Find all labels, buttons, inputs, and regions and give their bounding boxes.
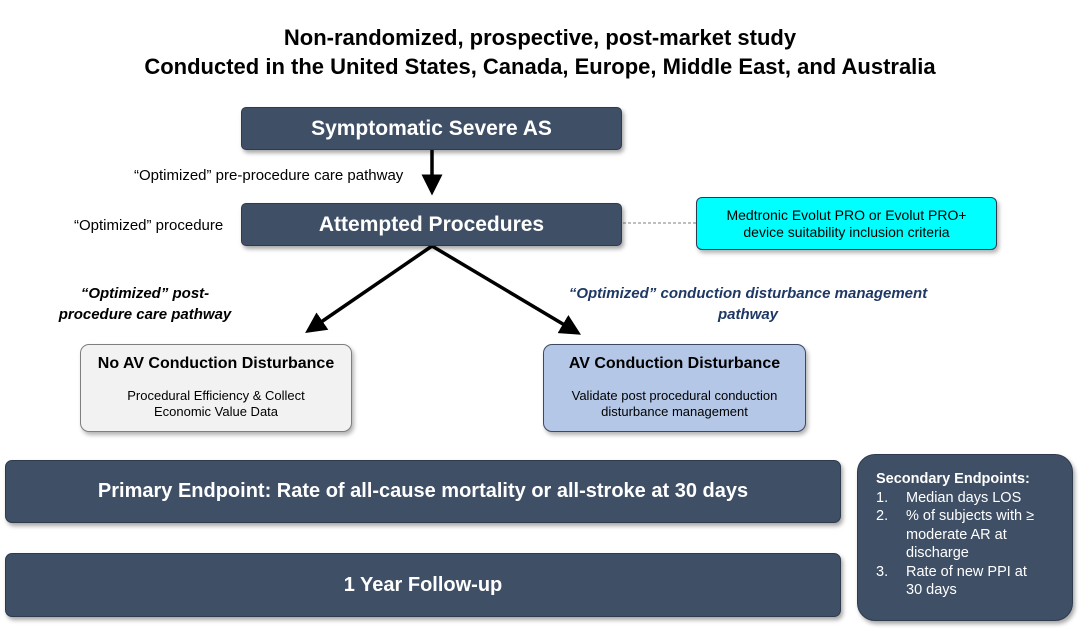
conduction-pathway-line-1: “Optimized” conduction disturbance manag…	[568, 285, 928, 302]
arrow-to-av	[431, 244, 582, 335]
no-av-desc-line-1: Procedural Efficiency & Collect	[127, 388, 305, 403]
secondary-endpoint-line: Rate of new PPI at	[906, 563, 1027, 580]
av-conduction-box: AV Conduction Disturbance Validate post …	[543, 344, 806, 432]
primary-endpoint-box: Primary Endpoint: Rate of all-cause mort…	[5, 460, 841, 523]
title-line-2: Conducted in the United States, Canada, …	[144, 54, 936, 79]
symptomatic-severe-as-box: Symptomatic Severe AS	[241, 107, 622, 150]
secondary-endpoint-text: Rate of new PPI at 30 days	[906, 563, 1027, 600]
conduction-pathway-label: “Optimized” conduction disturbance manag…	[548, 283, 948, 325]
title-line-1: Non-randomized, prospective, post-market…	[283, 25, 797, 50]
av-desc-line-2: disturbance management	[601, 404, 748, 419]
secondary-endpoint-text: Median days LOS	[906, 489, 1021, 508]
secondary-endpoint-number: 2.	[876, 508, 889, 524]
device-box-line-1: Medtronic Evolut PRO or Evolut PRO+	[726, 206, 967, 223]
secondary-endpoint-line: 30 days	[906, 582, 957, 598]
pre-procedure-pathway-label: “Optimized” pre-procedure care pathway	[134, 167, 404, 184]
secondary-endpoint-number: 1.	[876, 489, 889, 506]
arrow-to-no-av	[305, 244, 433, 333]
post-pathway-line-2: procedure care pathway	[58, 306, 232, 323]
secondary-endpoint-line: Median days LOS	[906, 489, 1022, 506]
secondary-endpoint-text: % of subjects with ≥ moderate AR at discha…	[906, 507, 1034, 563]
post-procedure-pathway-label: “Optimized” post- procedure care pathway	[40, 283, 250, 325]
secondary-endpoint-item: 2. % of subjects with ≥ moderate AR at disc…	[876, 507, 1064, 563]
attempted-procedures-box: Attempted Procedures	[241, 203, 622, 246]
no-av-title: No AV Conduction Disturbance	[97, 355, 335, 372]
secondary-endpoint-number: 3.	[876, 563, 889, 580]
secondary-endpoint-line: moderate AR at	[906, 526, 1007, 543]
no-av-desc: Procedural Efficiency & Collect Economic…	[81, 388, 351, 420]
conduction-pathway-line-2: pathway	[717, 306, 778, 323]
secondary-endpoint-item: 3. Rate of new PPI at 30 days	[876, 563, 1064, 600]
secondary-endpoint-line: % of subjects with ≥	[906, 508, 1035, 524]
device-suitability-box: Medtronic Evolut PRO or Evolut PRO+ devi…	[696, 197, 997, 250]
av-title: AV Conduction Disturbance	[568, 355, 781, 372]
device-box-line-2: device suitability inclusion criteria	[743, 223, 950, 240]
followup-box: 1 Year Follow-up	[5, 553, 841, 617]
secondary-endpoint-line: discharge	[906, 545, 969, 561]
secondary-endpoints-list: 1. Median days LOS 2. % of subjects with ≥ m…	[876, 489, 1064, 600]
post-pathway-line-1: “Optimized” post-	[80, 285, 210, 302]
av-desc-line-1: Validate post procedural conduction	[571, 388, 778, 403]
av-desc: Validate post procedural conduction dist…	[544, 388, 805, 420]
no-av-conduction-box: No AV Conduction Disturbance Procedural …	[80, 344, 352, 432]
no-av-desc-line-2: Economic Value Data	[153, 404, 279, 419]
procedure-label: “Optimized” procedure	[74, 217, 224, 234]
secondary-endpoint-item: 1. Median days LOS	[876, 489, 1064, 508]
secondary-endpoints-title: Secondary Endpoints:	[876, 471, 1030, 487]
